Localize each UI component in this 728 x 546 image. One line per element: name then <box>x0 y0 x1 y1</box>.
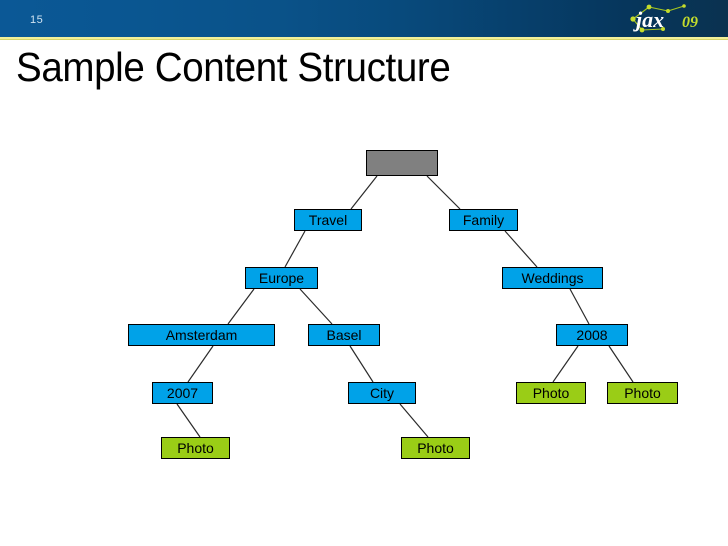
tree-edge-y2007-to-photo2007 <box>176 403 201 438</box>
page-title: Sample Content Structure <box>16 44 451 90</box>
slide-header-bar <box>0 0 728 37</box>
tree-edge-root-to-travel <box>350 175 378 210</box>
tree-node-label: Photo <box>532 385 570 401</box>
tree-node-city[interactable]: City <box>348 382 416 404</box>
tree-node-basel[interactable]: Basel <box>308 324 380 346</box>
tree-node-label: Europe <box>258 270 305 286</box>
tree-node-photo2007[interactable]: Photo <box>161 437 230 459</box>
tree-node-photocity[interactable]: Photo <box>401 437 470 459</box>
svg-text:jax: jax <box>633 7 664 32</box>
header-accent-rule <box>0 37 728 40</box>
tree-edge-family-to-weddings <box>504 230 538 268</box>
tree-edge-basel-to-city <box>349 345 374 383</box>
tree-node-label: Travel <box>308 212 348 228</box>
tree-node-y2008[interactable]: 2008 <box>556 324 628 346</box>
tree-node-family[interactable]: Family <box>449 209 518 231</box>
tree-node-label: 2008 <box>576 327 608 343</box>
tree-edge-amsterdam-to-y2007 <box>187 345 214 383</box>
slide-number: 15 <box>30 14 44 26</box>
tree-node-label: Amsterdam <box>165 327 238 343</box>
tree-node-photo2008a[interactable]: Photo <box>516 382 586 404</box>
tree-node-label: Family <box>462 212 505 228</box>
tree-edge-weddings-to-y2008 <box>569 288 590 325</box>
tree-node-weddings[interactable]: Weddings <box>502 267 603 289</box>
tree-node-label: Photo <box>624 385 661 401</box>
tree-edge-europe-to-amsterdam <box>227 288 255 325</box>
svg-text:09: 09 <box>682 14 698 31</box>
tree-node-label: Weddings <box>521 270 584 286</box>
tree-edge-y2008-to-photo2008a <box>552 345 579 383</box>
tree-node-travel[interactable]: Travel <box>294 209 362 231</box>
tree-node-label: City <box>369 385 395 401</box>
tree-edge-travel-to-europe <box>284 230 306 268</box>
tree-node-y2007[interactable]: 2007 <box>152 382 213 404</box>
tree-edge-city-to-photocity <box>399 403 429 438</box>
tree-edge-root-to-family <box>426 175 461 210</box>
tree-node-root[interactable] <box>366 150 438 176</box>
tree-node-europe[interactable]: Europe <box>245 267 318 289</box>
tree-node-amsterdam[interactable]: Amsterdam <box>128 324 275 346</box>
tree-node-label: Photo <box>417 440 454 456</box>
tree-edge-europe-to-basel <box>299 288 333 325</box>
tree-node-label: Photo <box>177 440 214 456</box>
tree-node-photo2008b[interactable]: Photo <box>607 382 678 404</box>
tree-node-label: Basel <box>326 327 362 343</box>
tree-node-label: 2007 <box>166 385 199 401</box>
tree-edge-y2008-to-photo2008b <box>608 345 634 383</box>
jax09-logo: jax 09 <box>622 2 718 36</box>
